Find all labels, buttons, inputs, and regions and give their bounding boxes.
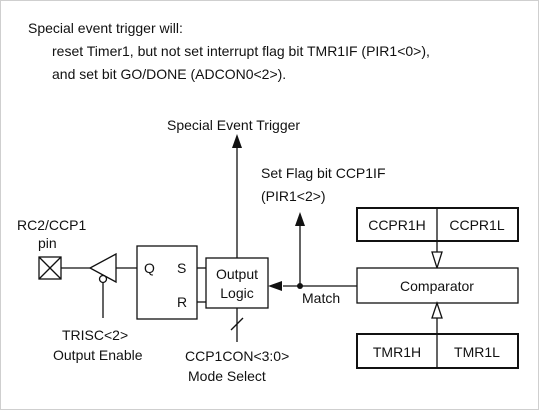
tmr1-to-comparator-arrowhead bbox=[431, 300, 443, 319]
trisc-label-line-1: TRISC<2> bbox=[62, 327, 128, 343]
ccpr1l-label: CCPR1L bbox=[449, 217, 504, 233]
output-logic-block bbox=[205, 257, 269, 309]
pin-label-line-2: pin bbox=[38, 235, 57, 251]
match-junction-dot bbox=[297, 283, 303, 289]
header-line-3: and set bit GO/DONE (ADCON0<2>). bbox=[52, 66, 286, 82]
comparator-label: Comparator bbox=[400, 278, 474, 294]
special-event-trigger-label: Special Event Trigger bbox=[167, 117, 300, 133]
pin-label-line-1: RC2/CCP1 bbox=[17, 217, 86, 233]
sr-latch-block bbox=[136, 245, 198, 320]
trisc-label-line-2: Output Enable bbox=[53, 347, 143, 363]
ccpr1-to-comparator-arrowhead bbox=[431, 251, 443, 271]
set-flag-label-line-1: Set Flag bit CCP1IF bbox=[261, 165, 386, 181]
set-flag-label-line-2: (PIR1<2>) bbox=[261, 188, 326, 204]
comparator-block bbox=[356, 267, 519, 304]
match-arrowhead bbox=[268, 281, 282, 291]
mode-select-label-line-1: CCP1CON<3:0> bbox=[185, 348, 289, 364]
header-line-2: reset Timer1, but not set interrupt flag… bbox=[52, 43, 430, 59]
tmr1h-label: TMR1H bbox=[373, 344, 421, 360]
match-label: Match bbox=[302, 290, 340, 306]
header-line-1: Special event trigger will: bbox=[28, 20, 183, 36]
ccpr1h-label: CCPR1H bbox=[368, 217, 426, 233]
special-event-trigger-arrowhead bbox=[232, 134, 242, 148]
output-enable-bubble bbox=[98, 274, 108, 284]
mode-select-bus-slash bbox=[230, 317, 244, 331]
tmr1l-label: TMR1L bbox=[454, 344, 500, 360]
latch-s-label: S bbox=[177, 260, 186, 276]
latch-q-label: Q bbox=[144, 260, 155, 276]
output-logic-label-line-2: Logic bbox=[220, 285, 253, 301]
latch-r-label: R bbox=[177, 294, 187, 310]
mode-select-label-line-2: Mode Select bbox=[188, 368, 266, 384]
set-flag-arrowhead bbox=[295, 212, 305, 226]
pin-cross-b bbox=[38, 256, 62, 280]
output-logic-label-line-1: Output bbox=[216, 266, 258, 282]
